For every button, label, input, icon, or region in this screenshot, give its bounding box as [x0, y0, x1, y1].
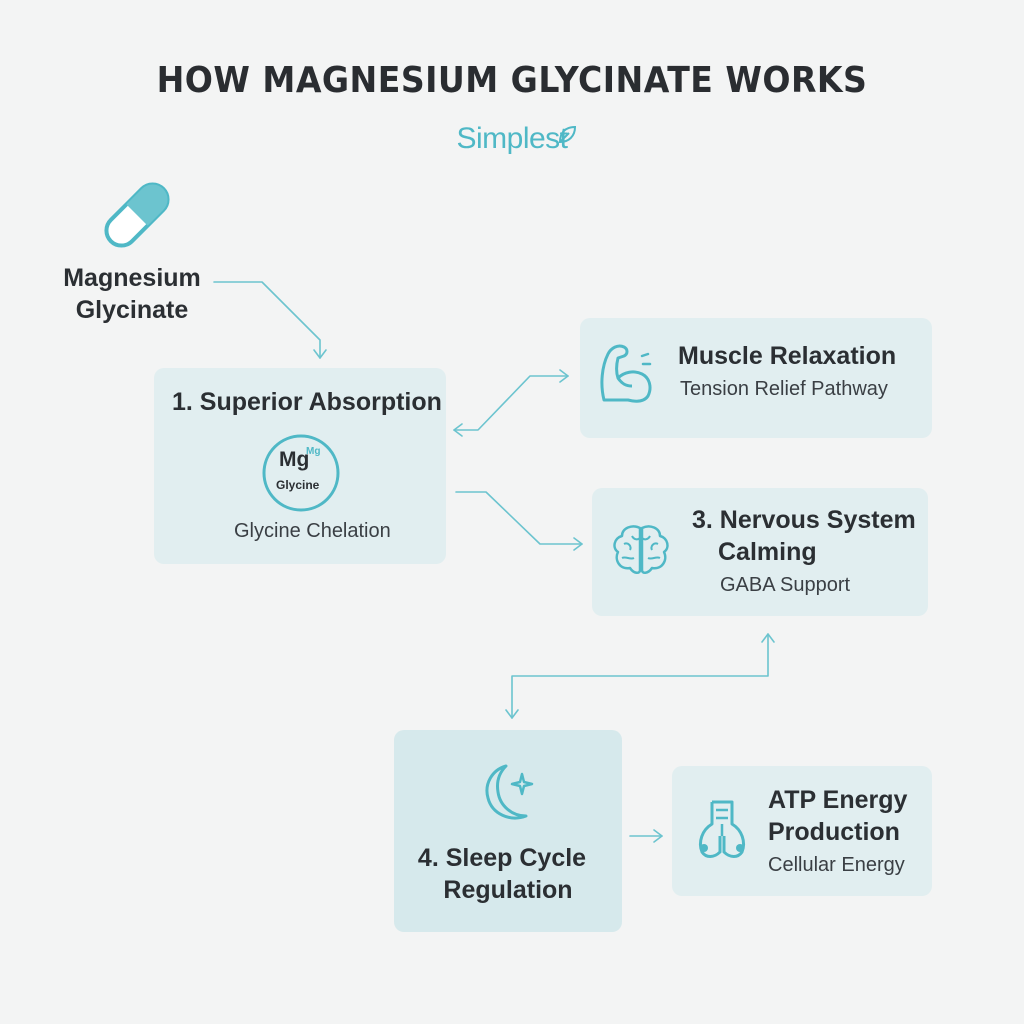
arrow-nervous-sleep: [505, 633, 775, 719]
capsule-icon: [104, 182, 170, 248]
node-subtitle: Cellular Energy: [768, 854, 905, 876]
moon-star-icon: [485, 764, 534, 820]
node-superior-absorption: 1. Superior Absorption Mg Mg Glycine Gly…: [154, 368, 446, 564]
mg-superscript: Mg: [306, 446, 321, 457]
node-title: 4. Sleep Cycle Regulation: [417, 844, 587, 904]
node-muscle-relaxation: Muscle Relaxation Tension Relief Pathway: [580, 318, 932, 438]
node-title: 3. Nervous System Calming: [692, 506, 916, 566]
node-nervous-system: 3. Nervous System Calming GABA Support: [592, 488, 928, 616]
start-node-label: Magnesium Glycinate: [63, 264, 201, 324]
brand-logo: Simplest: [456, 122, 568, 155]
flexed-arm-icon: [600, 344, 652, 403]
arrow-start-to-absorption: [213, 281, 327, 359]
node-subtitle: GABA Support: [720, 574, 851, 596]
mg-badge-icon: [262, 434, 340, 512]
node-title: 1. Superior Absorption: [172, 388, 442, 416]
arrow-absorption-muscle: [453, 369, 569, 437]
mitochondria-icon: [698, 800, 746, 858]
page-title: HOW MAGNESIUM GLYCINATE WORKS: [156, 60, 868, 101]
brain-icon: [613, 525, 669, 574]
mg-symbol: Mg: [279, 448, 310, 471]
arrow-absorption-nervous: [455, 491, 583, 551]
node-sleep-cycle: 4. Sleep Cycle Regulation: [394, 730, 622, 932]
glycine-label: Glycine: [276, 478, 320, 492]
node-subtitle: Tension Relief Pathway: [680, 378, 888, 400]
node-title: ATP Energy Production: [768, 786, 908, 846]
node-atp-energy: ATP Energy Production Cellular Energy: [672, 766, 932, 896]
arrow-sleep-atp: [629, 829, 663, 843]
leaf-icon: [558, 125, 577, 144]
node-title: Muscle Relaxation: [678, 342, 897, 370]
node-subtitle: Glycine Chelation: [234, 520, 391, 542]
